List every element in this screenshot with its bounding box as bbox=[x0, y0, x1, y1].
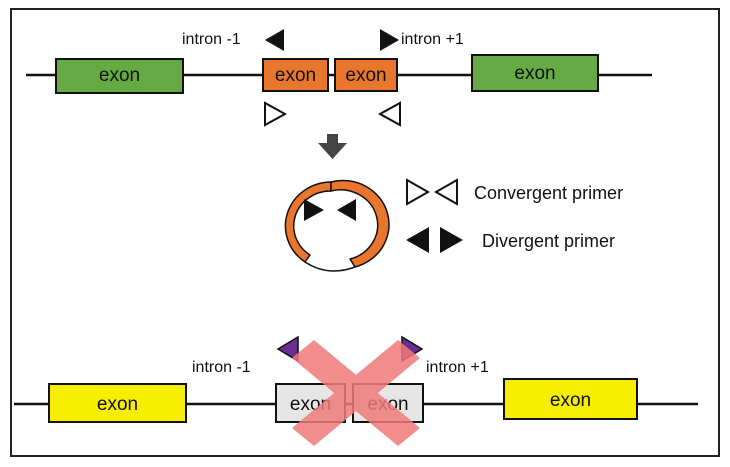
legend-convergent-label: Convergent primer bbox=[474, 183, 623, 203]
top-divergent-primer-left-icon bbox=[265, 29, 284, 51]
top-intron-plus-label: intron +1 bbox=[401, 31, 464, 48]
top-exon-circ-2-label: exon bbox=[345, 65, 386, 86]
top-exon-circ-1-label: exon bbox=[275, 65, 316, 86]
top-convergent-primer-left-icon bbox=[264, 101, 288, 127]
circ-primer-left-icon bbox=[337, 199, 356, 221]
bottom-exon-right-label: exon bbox=[550, 390, 591, 411]
top-intron-minus-label: intron -1 bbox=[182, 31, 241, 48]
top-exon-circ-2: exon bbox=[334, 58, 398, 92]
legend-divergent-left-icon bbox=[406, 227, 429, 253]
cross-mark-icon bbox=[292, 340, 420, 446]
top-exon-right: exon bbox=[471, 54, 599, 92]
bottom-primer-left-purple-icon bbox=[276, 335, 299, 363]
legend: Convergent primer Divergent primer bbox=[406, 178, 623, 253]
top-divergent-primer-right-icon bbox=[380, 29, 399, 51]
circular-rna-icon bbox=[284, 179, 390, 272]
bottom-exon-left-label: exon bbox=[97, 394, 138, 415]
top-exon-left-label: exon bbox=[99, 65, 140, 86]
legend-divergent-label: Divergent primer bbox=[482, 231, 615, 251]
bottom-intron-minus-label: intron -1 bbox=[192, 359, 251, 376]
bottom-exon-left: exon bbox=[48, 383, 187, 423]
circ-primer-right-icon bbox=[304, 199, 324, 221]
top-exon-left: exon bbox=[55, 58, 184, 94]
top-convergent-primer-right-icon bbox=[377, 101, 401, 127]
legend-convergent-right-icon bbox=[406, 178, 431, 206]
top-exon-circ-1: exon bbox=[262, 58, 329, 92]
legend-convergent-left-icon bbox=[433, 178, 458, 206]
down-arrow-icon bbox=[318, 134, 347, 159]
top-exon-right-label: exon bbox=[514, 63, 555, 84]
bottom-exon-right: exon bbox=[503, 378, 638, 420]
legend-divergent-right-icon bbox=[440, 227, 463, 253]
bottom-intron-plus-label: intron +1 bbox=[426, 359, 489, 376]
